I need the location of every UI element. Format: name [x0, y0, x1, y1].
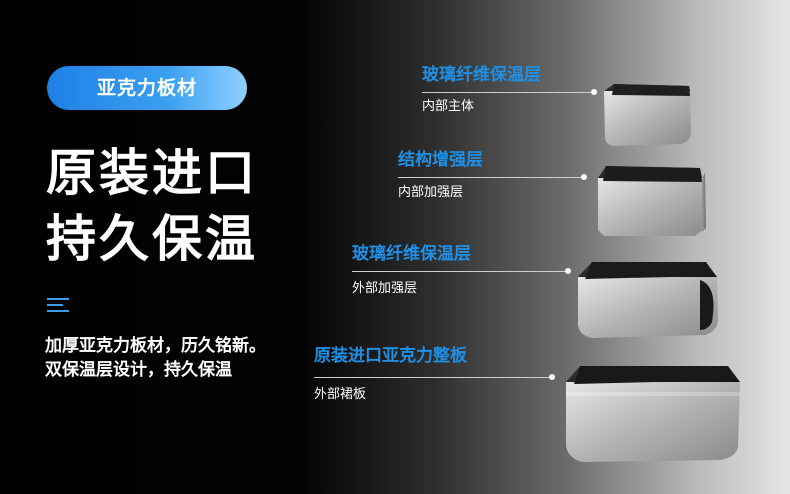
layer-3-leader-line	[352, 271, 568, 272]
layer-2-leader-dot	[581, 174, 587, 180]
layer-3-leader-dot	[565, 268, 571, 274]
layer-4-leader-dot	[549, 374, 555, 380]
layer-1-title: 玻璃纤维保温层	[422, 65, 541, 85]
layer-3-block	[578, 262, 718, 338]
layer-3-subtitle: 外部加强层	[352, 281, 418, 296]
layer-2-subtitle: 内部加强层	[398, 185, 464, 200]
menu-lines-icon	[47, 298, 69, 312]
layer-2-title: 结构增强层	[398, 150, 483, 170]
layer-1-leader-dot	[591, 89, 597, 95]
layer-2-block	[598, 166, 706, 236]
layer-4-subtitle: 外部裙板	[314, 387, 367, 402]
layer-2-leader-line	[398, 177, 584, 178]
layer-4-title: 原装进口亚克力整板	[314, 346, 467, 366]
layer-1-leader-line	[422, 92, 594, 93]
headline-line-1: 原装进口	[46, 144, 258, 202]
layer-3-title: 玻璃纤维保温层	[352, 244, 471, 264]
layer-1-block	[604, 84, 691, 146]
layer-4-block	[566, 366, 740, 462]
description-line-1: 加厚亚克力板材，历久铭新。	[45, 336, 266, 356]
badge-pill: 亚克力板材	[47, 66, 247, 110]
headline-line-2: 持久保温	[46, 210, 258, 268]
layer-4-leader-line	[314, 377, 552, 378]
description-line-2: 双保温层设计，持久保温	[45, 360, 232, 380]
layer-1-subtitle: 内部主体	[422, 99, 475, 114]
